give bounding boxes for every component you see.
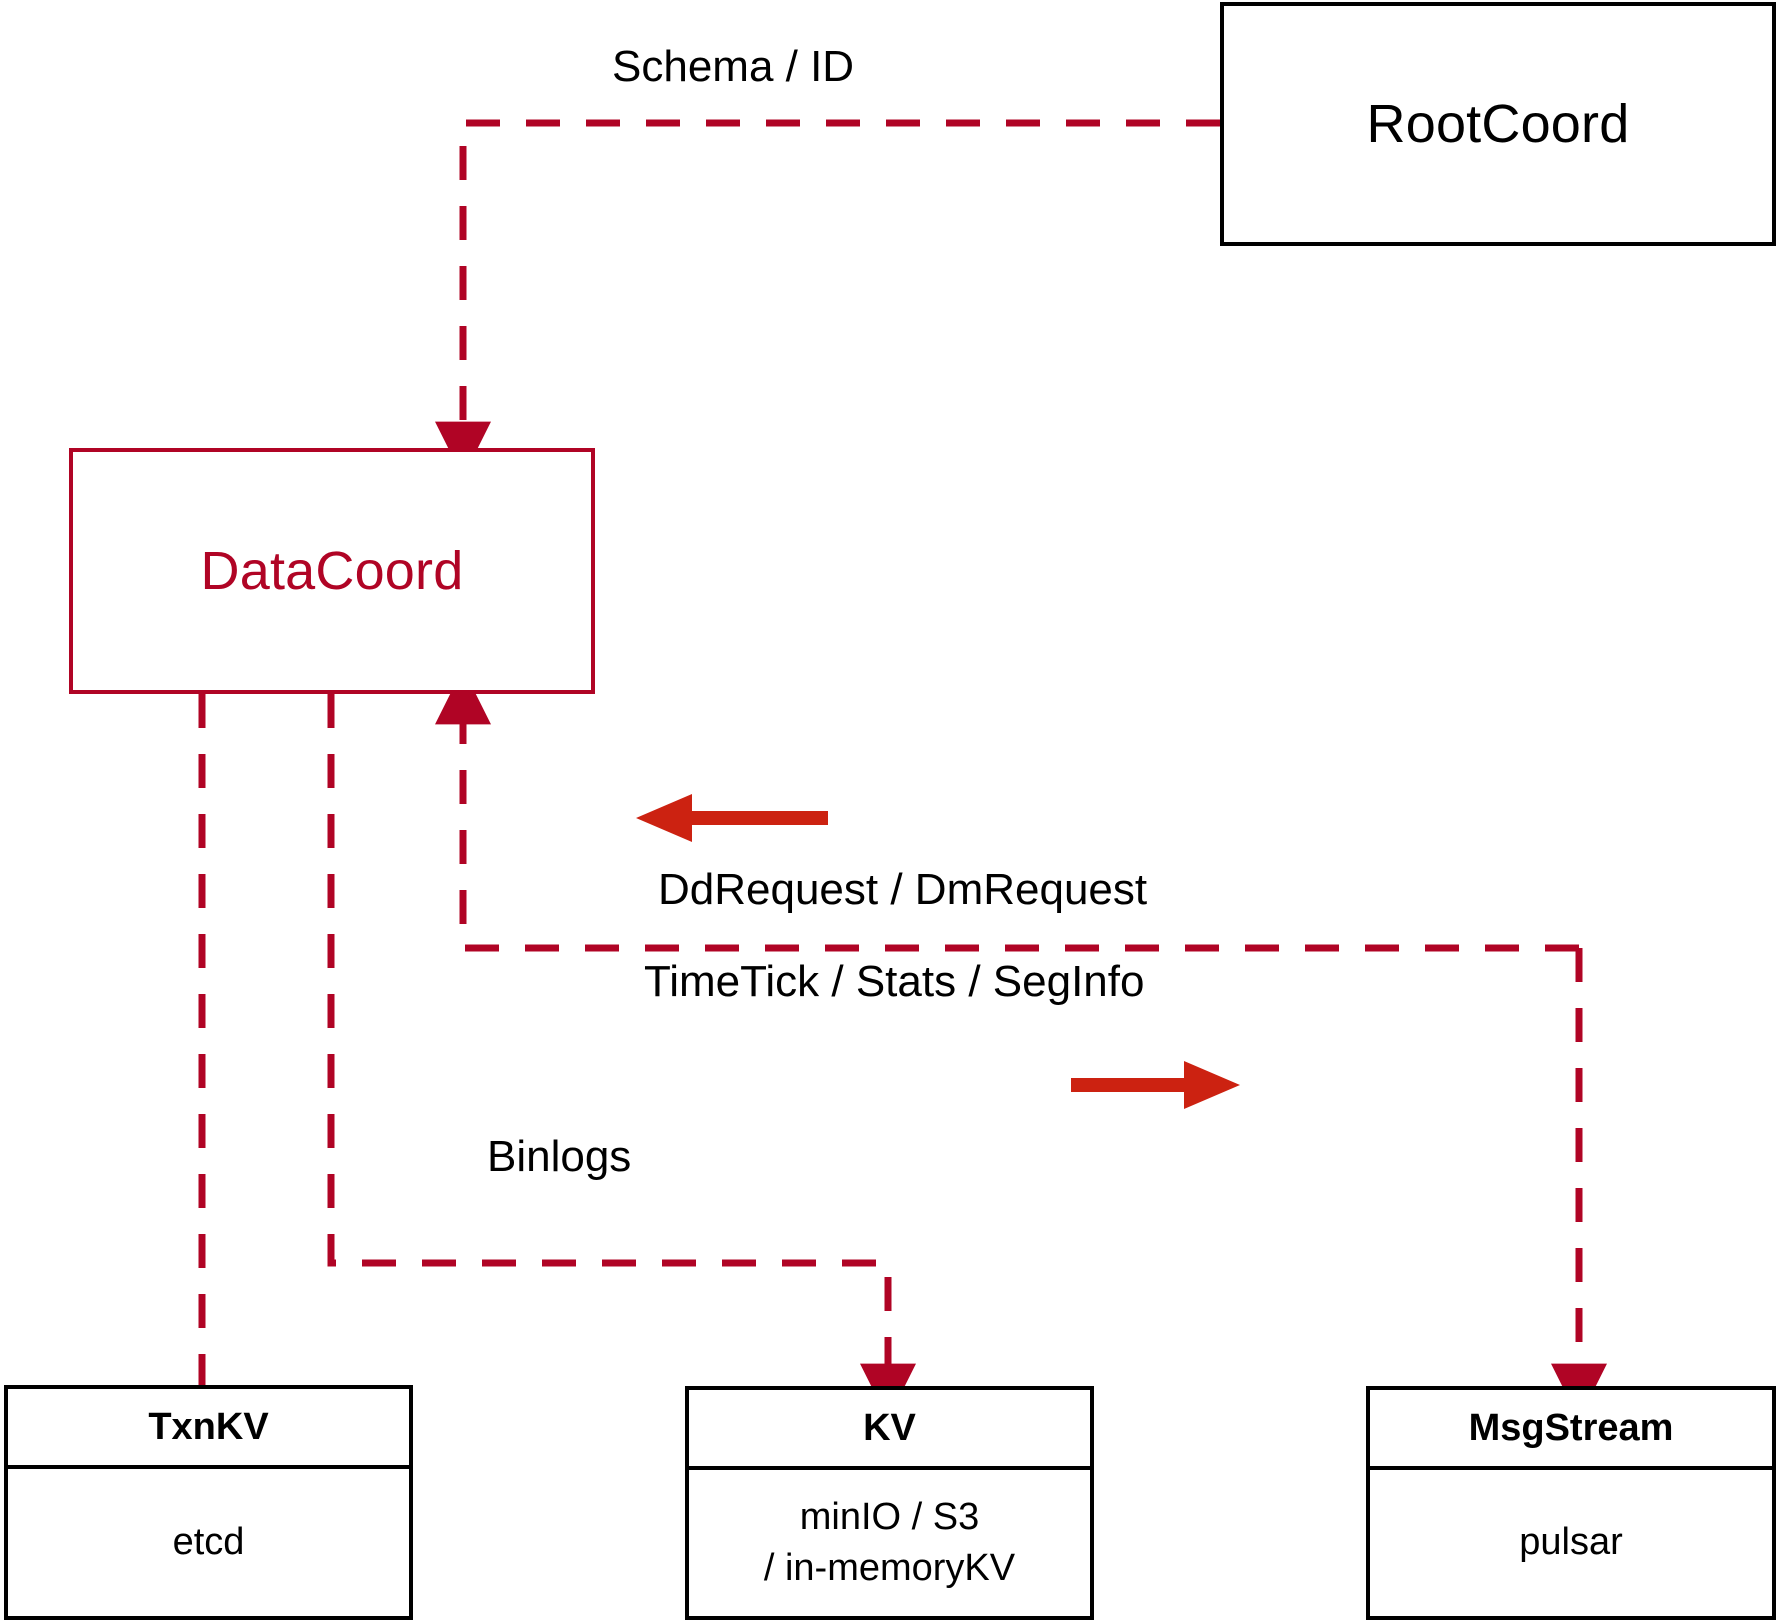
node-txnkv-body: etcd: [8, 1469, 409, 1616]
node-msgstream[interactable]: MsgStream pulsar: [1366, 1386, 1776, 1620]
inbound-direction-arrow-icon: [636, 794, 828, 842]
node-kv-body-line-1: minIO / S3: [799, 1495, 980, 1538]
node-datacoord[interactable]: DataCoord: [69, 448, 595, 694]
node-kv[interactable]: KV minIO / S3 / in-memoryKV: [685, 1386, 1094, 1620]
node-kv-body-line-2: / in-memoryKV: [763, 1547, 1016, 1589]
edge-schema-id: [435, 119, 1220, 478]
node-txnkv-body-line: etcd: [172, 1520, 245, 1563]
edge-label-ddrequest-dmrequest: DdRequest / DmRequest: [658, 865, 1148, 914]
node-kv-title: KV: [689, 1390, 1090, 1470]
node-datacoord-title: DataCoord: [200, 541, 464, 601]
node-kv-body: minIO / S3 / in-memoryKV: [689, 1470, 1090, 1616]
edge-binlogs: [327, 694, 916, 1420]
node-txnkv-title: TxnKV: [8, 1389, 409, 1469]
edge-label-timetick-stats-seginfo: TimeTick / Stats / SegInfo: [644, 957, 1145, 1006]
node-msgstream-body: pulsar: [1370, 1470, 1772, 1616]
outbound-direction-arrow-icon: [1071, 1061, 1240, 1109]
node-msgstream-body-line: pulsar: [1519, 1521, 1623, 1564]
node-msgstream-title: MsgStream: [1370, 1390, 1772, 1470]
node-rootcoord-title: RootCoord: [1366, 94, 1630, 154]
node-rootcoord[interactable]: RootCoord: [1220, 2, 1776, 246]
edge-label-binlogs: Binlogs: [487, 1132, 632, 1181]
edge-label-schema-id: Schema / ID: [612, 42, 855, 91]
node-txnkv[interactable]: TxnKV etcd: [4, 1385, 413, 1620]
